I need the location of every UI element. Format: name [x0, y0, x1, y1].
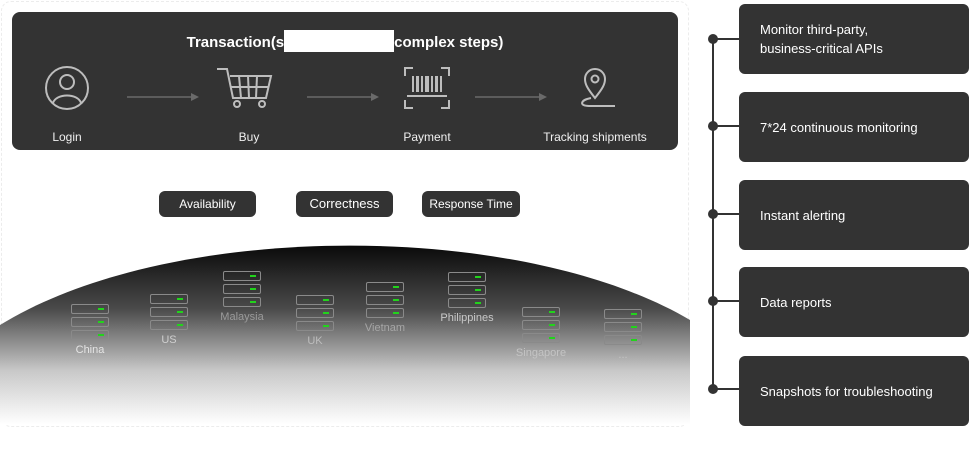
- server-rack-icon: [350, 282, 420, 318]
- node-label: US: [161, 334, 177, 346]
- timeline-connector: [714, 38, 740, 40]
- server-rack-icon: [55, 304, 125, 340]
- node-singapore: Singapore: [506, 307, 576, 359]
- timeline-dot: [708, 209, 718, 219]
- shopping-cart-icon: [217, 68, 273, 108]
- server-rack-icon: [280, 295, 350, 331]
- node-vietnam: Vietnam: [350, 282, 420, 334]
- feature-card-continuous-monitoring: 7*24 continuous monitoring: [739, 92, 969, 162]
- step-label: Tracking shipments: [543, 130, 647, 144]
- monitoring-nodes-dome: [0, 245, 690, 425]
- feature-card-data-reports: Data reports: [739, 267, 969, 337]
- node-malaysia: Malaysia: [207, 271, 277, 323]
- timeline-connector: [714, 213, 740, 215]
- transaction-panel: Transaction(s complex steps) Login Buy: [12, 12, 678, 150]
- node-uk: UK: [280, 295, 350, 347]
- node-label: ...: [618, 349, 628, 361]
- server-rack-icon: [506, 307, 576, 343]
- timeline-dot: [708, 296, 718, 306]
- server-rack-icon: [134, 294, 204, 330]
- node-label: Philippines: [440, 312, 494, 324]
- feature-card-third-party-apis: Monitor third-party, business-critical A…: [739, 4, 969, 74]
- node-label: UK: [307, 335, 323, 347]
- diagram-frame: [1, 1, 689, 427]
- timeline-connector: [714, 388, 740, 390]
- server-rack-icon: [207, 271, 277, 307]
- step-label: Login: [52, 130, 82, 144]
- feature-label: 7*24 continuous monitoring: [760, 119, 918, 135]
- node-label: Vietnam: [364, 322, 406, 334]
- timeline-connector: [714, 125, 740, 127]
- node-more: ...: [588, 309, 658, 361]
- location-pin-icon: [581, 68, 615, 107]
- transaction-title-end: complex steps): [394, 34, 504, 51]
- timeline-connector: [714, 300, 740, 302]
- timeline-dot: [708, 384, 718, 394]
- node-label: China: [75, 344, 105, 356]
- transaction-title-start: Transaction(s: [186, 34, 285, 51]
- arrow-icon: [127, 93, 199, 101]
- user-icon: [45, 66, 89, 110]
- feature-card-instant-alerting: Instant alerting: [739, 180, 969, 250]
- redaction-mask: [284, 30, 395, 52]
- barcode-scan-icon: [404, 67, 450, 109]
- metric-availability: Availability: [159, 191, 256, 217]
- feature-card-snapshots: Snapshots for troubleshooting: [739, 356, 969, 426]
- node-philippines: Philippines: [432, 272, 502, 324]
- server-rack-icon: [432, 272, 502, 308]
- arrow-icon: [475, 93, 547, 101]
- node-us: US: [134, 294, 204, 346]
- server-rack-icon: [588, 309, 658, 345]
- feature-label: Monitor third-party, business-critical A…: [760, 22, 883, 56]
- node-china: China: [55, 304, 125, 356]
- metric-correctness: Correctness: [296, 191, 393, 217]
- feature-label: Instant alerting: [760, 207, 846, 223]
- arrow-icon: [307, 93, 379, 101]
- transaction-title: Transaction(s complex steps): [12, 30, 678, 52]
- metric-response-time: Response Time: [422, 191, 520, 217]
- node-label: Singapore: [515, 347, 567, 359]
- step-label: Buy: [238, 130, 260, 144]
- node-label: Malaysia: [220, 311, 264, 323]
- feature-label: Data reports: [760, 294, 832, 310]
- timeline-dot: [708, 34, 718, 44]
- feature-label: Snapshots for troubleshooting: [760, 383, 933, 399]
- step-label: Payment: [403, 130, 451, 144]
- timeline-dot: [708, 121, 718, 131]
